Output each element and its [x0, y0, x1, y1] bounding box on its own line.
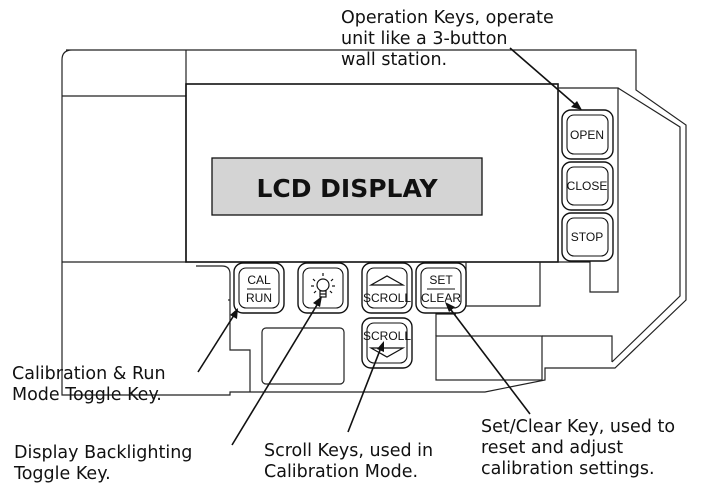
lcd-bezel [185, 83, 559, 263]
backlight-callout-line-2: Toggle Key. [14, 464, 111, 484]
lcd-display [211, 157, 483, 216]
scroll-up-key-label: SCROLL [363, 291, 411, 305]
operation-keys-callout: Operation Keys, operate unit like a 3-bu… [341, 8, 554, 71]
set-clear-key-callout: Set/Clear Key, used to reset and adjust … [481, 417, 675, 480]
open-key-label: OPEN [570, 128, 604, 142]
stop-key[interactable]: STOP [561, 212, 614, 262]
close-key-label: CLOSE [567, 179, 608, 193]
cal-run-key[interactable]: CAL RUN [233, 262, 285, 314]
backlight-key-callout: Display Backlighting Toggle Key. [14, 443, 192, 485]
backlight-key[interactable] [297, 262, 349, 314]
open-key[interactable]: OPEN [561, 109, 614, 160]
clear-key-label: CLEAR [421, 291, 461, 305]
operation-callout-line-1: Operation Keys, operate [341, 8, 554, 28]
up-chevron-icon [368, 275, 406, 286]
close-key[interactable]: CLOSE [561, 161, 614, 211]
scroll-down-key-label: SCROLL [363, 329, 411, 343]
scroll-up-key[interactable]: SCROLL [361, 262, 413, 314]
set-clear-callout-line-2: reset and adjust [481, 438, 624, 458]
scroll-callout-line-2: Calibration Mode. [264, 462, 419, 482]
callout-leaders [197, 47, 582, 446]
lcd-display-label: LCD DISPLAY [256, 174, 438, 203]
operation-callout-line-2: unit like a 3-button [341, 29, 508, 49]
scroll-keys-callout: Scroll Keys, used in Calibration Mode. [264, 441, 433, 483]
calibration-callout-line-2: Mode Toggle Key. [12, 385, 162, 405]
set-clear-key[interactable]: SET CLEAR [415, 262, 467, 314]
stop-key-label: STOP [571, 230, 603, 244]
backlight-callout-line-1: Display Backlighting [14, 443, 193, 463]
set-clear-callout-line-1: Set/Clear Key, used to [481, 417, 676, 437]
light-bulb-icon [311, 273, 335, 298]
set-clear-callout-line-3: calibration settings. [481, 459, 655, 479]
cal-key-label: CAL [247, 273, 271, 287]
operation-callout-line-3: wall station. [341, 50, 448, 70]
set-key-label: SET [429, 273, 453, 287]
calibration-key-callout: Calibration & Run Mode Toggle Key. [12, 364, 166, 406]
scroll-down-key[interactable]: SCROLL [361, 317, 413, 369]
scroll-callout-line-1: Scroll Keys, used in [264, 441, 434, 461]
run-key-label: RUN [246, 291, 272, 305]
calibration-callout-line-1: Calibration & Run [12, 364, 166, 384]
